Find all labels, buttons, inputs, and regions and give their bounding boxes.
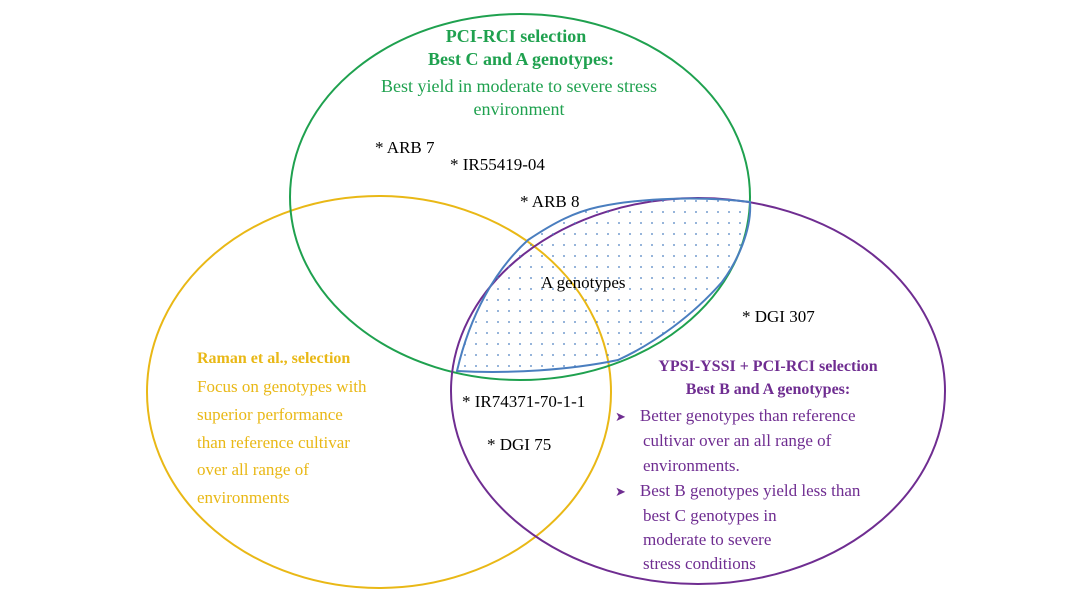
- ypsi-title: YPSI-YSSI + PCI-RCI selection: [658, 358, 878, 375]
- pci-rci-title: PCI-RCI selection: [445, 26, 587, 46]
- raman-line-3: than reference cultivar: [197, 433, 350, 452]
- pci-rci-subtitle: Best C and A genotypes:: [427, 49, 615, 69]
- arrow-bullet-icon: ➤: [615, 484, 626, 499]
- ypsi-bullet-1: ➤ Better genotypes than reference: [615, 407, 856, 424]
- ypsi-bullet-2-line-4: stress conditions: [643, 554, 756, 573]
- raman-line-5: environments: [197, 488, 290, 507]
- arrow-bullet-icon: ➤: [615, 409, 626, 424]
- genotype-dgi75: * DGI 75: [487, 435, 552, 454]
- genotype-arb7: * ARB 7: [375, 138, 435, 157]
- raman-line-4: over all range of: [197, 460, 309, 479]
- raman-line-1: Focus on genotypes with: [197, 377, 367, 396]
- ypsi-bullet-2: ➤ Best B genotypes yield less than: [615, 482, 860, 499]
- genotype-ir74371-70-1-1: * IR74371-70-1-1: [462, 392, 586, 411]
- a-genotypes-label: A genotypes: [541, 273, 626, 292]
- ypsi-bullet-2-line-2: best C genotypes in: [643, 506, 777, 525]
- ypsi-bullet-1-line-1: Better genotypes than reference: [639, 406, 856, 425]
- raman-line-2: superior performance: [197, 405, 343, 424]
- ypsi-bullet-1-line-3: environments.: [643, 456, 740, 475]
- ypsi-bullet-1-line-2: cultivar over an all range of: [643, 431, 832, 450]
- genotype-arb8: * ARB 8: [520, 192, 580, 211]
- raman-title: Raman et al., selection: [197, 350, 351, 367]
- pci-rci-selection-circle: [289, 13, 751, 381]
- ypsi-subtitle: Best B and A genotypes:: [685, 381, 851, 398]
- ypsi-bullet-2-line-3: moderate to severe: [643, 530, 772, 549]
- ypsi-bullet-2-line-1: Best B genotypes yield less than: [639, 481, 861, 500]
- pci-rci-description-line-1: Best yield in moderate to severe stress: [381, 76, 657, 96]
- genotype-dgi307: * DGI 307: [742, 307, 815, 326]
- genotype-ir55419-04: * IR55419-04: [450, 155, 545, 174]
- raman-selection-circle: [146, 195, 612, 589]
- pci-rci-description-line-2: environment: [473, 99, 565, 119]
- a-genotypes-overlap-region: [455, 197, 752, 373]
